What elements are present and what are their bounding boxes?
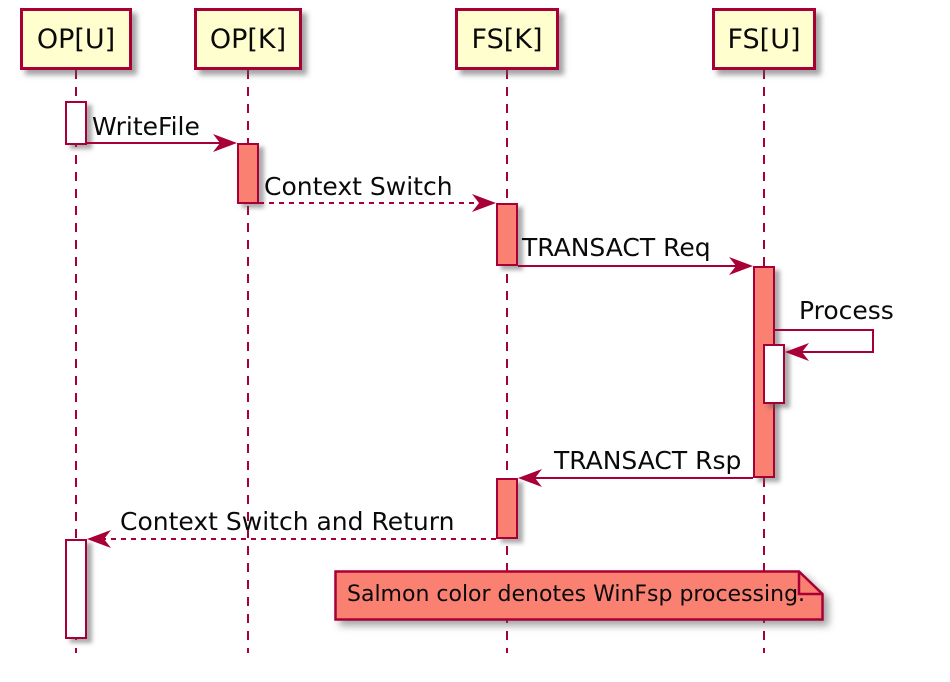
activation-fsu-process	[763, 344, 785, 404]
arrowhead-process	[785, 343, 809, 361]
activation-opu-return	[65, 539, 87, 639]
arrowhead-writefile	[213, 134, 237, 152]
participant-op-k: OP[K]	[194, 8, 302, 70]
participant-fs-k: FS[K]	[455, 8, 559, 70]
note-text: Salmon color denotes WinFsp processing.	[347, 582, 806, 607]
arrow-process-self	[775, 329, 874, 353]
message-label-transact-rsp: TRANSACT Rsp	[554, 446, 742, 475]
arrowhead-context-switch	[472, 194, 496, 212]
note-shape	[334, 570, 824, 621]
activation-fsk-winfsp-rsp	[496, 478, 518, 539]
note: Salmon color denotes WinFsp processing.	[334, 570, 826, 622]
arrowhead-transact-req	[729, 257, 753, 275]
message-label-context-switch: Context Switch	[264, 172, 453, 201]
participant-fs-u: FS[U]	[712, 8, 816, 70]
message-label-context-switch-return: Context Switch and Return	[120, 507, 455, 536]
message-label-writefile: WriteFile	[92, 112, 200, 141]
message-label-process: Process	[799, 296, 894, 325]
participant-op-u: OP[U]	[20, 8, 132, 70]
message-label-transact-req: TRANSACT Req	[522, 233, 711, 262]
arrowhead-transact-rsp	[518, 469, 542, 487]
activation-opu-writefile	[65, 101, 87, 145]
activation-fsk-winfsp-req	[496, 203, 518, 266]
arrowhead-context-switch-return	[87, 530, 111, 548]
activation-opk-winfsp	[237, 143, 259, 204]
